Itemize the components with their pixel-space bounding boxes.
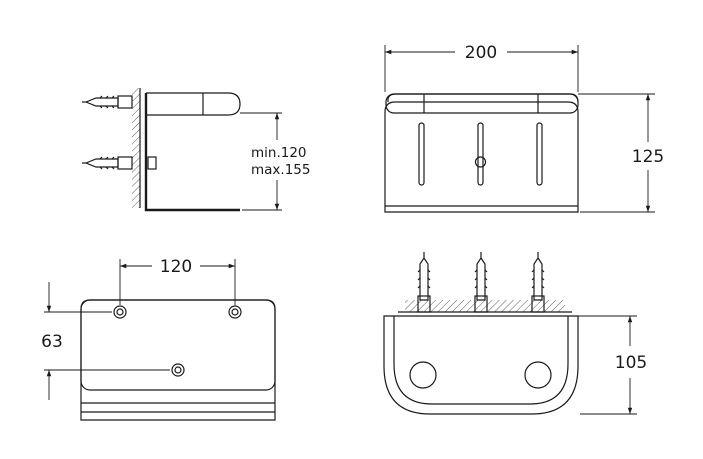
- wall-hatch: [132, 88, 140, 208]
- screw-hole: [474, 156, 487, 168]
- top-view: 105: [383, 252, 647, 415]
- wall-hatch-top: [405, 300, 565, 312]
- front-view: 200 125: [384, 43, 664, 213]
- max-label: max.155: [251, 162, 310, 178]
- min-label: min.120: [251, 145, 307, 161]
- shelf-body: [383, 315, 579, 415]
- anchor-center: [474, 252, 488, 313]
- anchor-left: [417, 252, 431, 313]
- slot-left: [418, 122, 425, 186]
- height-125-label: 125: [632, 147, 664, 167]
- fixing-hole-left: [113, 305, 127, 319]
- anchor-right: [531, 252, 545, 313]
- top-grip: [146, 92, 241, 116]
- bracket-profile: [144, 93, 240, 212]
- width-200-label: 200: [465, 43, 497, 63]
- height-105-label: 105: [615, 353, 647, 373]
- wall-screw-upper: [82, 95, 133, 109]
- wall-screw-lower: [82, 156, 133, 170]
- side-view: min.120 max.155: [82, 88, 310, 212]
- fixing-hole-center: [171, 363, 185, 377]
- hole-right: [524, 361, 552, 389]
- hole-left: [409, 361, 437, 389]
- slot-right: [536, 122, 543, 186]
- offset-63-label: 63: [41, 332, 63, 352]
- slot-center: [477, 122, 484, 186]
- back-view: 120 63: [41, 257, 276, 421]
- spacing-120-label: 120: [160, 257, 192, 277]
- fixing-hole-right: [228, 305, 242, 319]
